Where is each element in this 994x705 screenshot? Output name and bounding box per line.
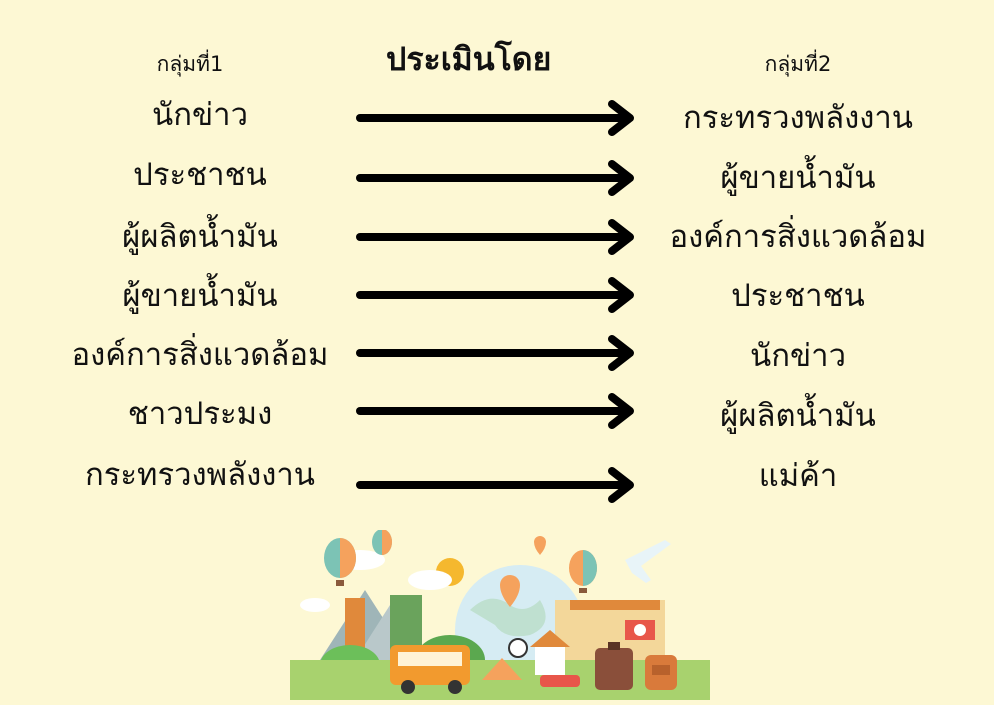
left-item-1: นักข่าว [152, 97, 248, 133]
house [535, 645, 565, 675]
compass-icon [508, 638, 528, 658]
arrow-3 [356, 219, 634, 255]
travel-illustration [290, 530, 710, 700]
tent-icon [482, 658, 522, 680]
bus-icon [390, 645, 470, 694]
page-title: ประเมินโดย [386, 40, 552, 78]
location-pin-icon [500, 575, 520, 607]
arrow-4 [356, 277, 634, 313]
left-item-6: ชาวประมง [127, 396, 273, 432]
airplane-icon [625, 540, 671, 583]
right-item-4: ประชาชน [731, 278, 865, 314]
group2-header: กลุ่มที่2 [764, 52, 832, 76]
arrow-5 [356, 335, 634, 371]
arrow-2 [356, 160, 634, 196]
right-item-6: ผู้ผลิตน้ำมัน [720, 398, 876, 434]
arrow-7 [356, 467, 634, 503]
backpack-icon [645, 655, 677, 690]
car-icon [540, 675, 580, 687]
balloon-icon [372, 530, 392, 555]
left-item-5: องค์การสิ่งแวดล้อม [71, 337, 329, 373]
right-item-2: ผู้ขายน้ำมัน [720, 160, 876, 196]
right-item-1: กระทรวงพลังงาน [682, 100, 913, 136]
right-item-7: แม่ค้า [758, 458, 838, 494]
left-item-7: กระทรวงพลังงาน [84, 457, 315, 493]
left-item-3: ผู้ผลิตน้ำมัน [122, 219, 278, 255]
arrow-1 [356, 100, 634, 136]
right-item-5: นักข่าว [750, 338, 846, 374]
suitcase-icon [595, 642, 633, 690]
balloon-icon [324, 538, 356, 586]
building [345, 598, 365, 653]
group1-header: กลุ่มที่1 [156, 52, 224, 76]
location-pin-icon [534, 536, 546, 555]
left-item-4: ผู้ขายน้ำมัน [122, 278, 278, 314]
left-item-2: ประชาชน [133, 157, 267, 193]
right-item-3: องค์การสิ่งแวดล้อม [669, 219, 927, 255]
arrow-6 [356, 393, 634, 429]
balloon-icon [569, 550, 597, 593]
